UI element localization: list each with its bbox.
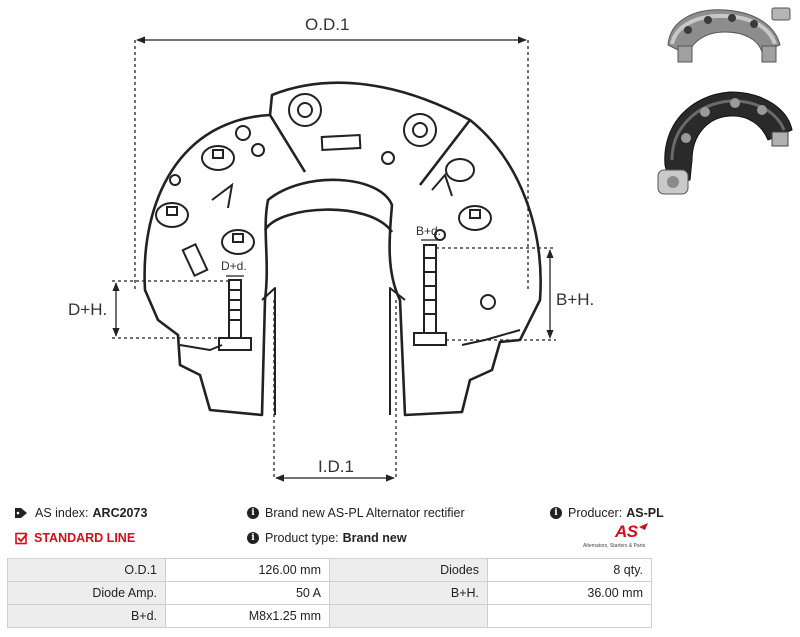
product-type: i Product type: Brand new: [247, 527, 407, 549]
spec-value: 126.00 mm: [165, 558, 330, 582]
dh-label: D+H.: [68, 300, 107, 319]
as-index: AS index: ARC2073: [15, 502, 147, 524]
standard-line: STANDARD LINE: [15, 527, 135, 549]
spec-label: Diodes: [329, 558, 488, 582]
spec-value: 50 A: [165, 581, 330, 605]
rectifier-features: [155, 93, 496, 310]
od-label: O.D.1: [305, 15, 349, 34]
standard-line-text: STANDARD LINE: [34, 531, 136, 545]
spec-value: 36.00 mm: [487, 581, 652, 605]
technical-drawing: O.D.1 I.D.1 D+H. B+H. D+d. B+d.: [68, 15, 594, 482]
spec-label: Diode Amp.: [7, 581, 166, 605]
tag-icon: [15, 507, 29, 519]
bd-label: B+d.: [416, 224, 441, 238]
info-row-1: AS index: ARC2073 i Brand new AS-PL Alte…: [0, 502, 800, 524]
spec-label: O.D.1: [7, 558, 166, 582]
product-type-label: Product type:: [265, 531, 339, 545]
info-icon: i: [550, 507, 562, 519]
bolt-right: [413, 244, 447, 346]
spec-value: M8x1.25 mm: [165, 604, 330, 628]
product-photos: [657, 7, 793, 195]
id-label: I.D.1: [318, 457, 354, 476]
producer-label: Producer:: [568, 506, 623, 520]
bolt-left: [218, 279, 252, 351]
spec-label: B+d.: [7, 604, 166, 628]
as-index-label: AS index:: [35, 506, 89, 520]
spec-row: B+d.M8x1.25 mm: [7, 604, 652, 628]
spec-value: 8 qty.: [487, 558, 652, 582]
check-square-icon: [15, 532, 28, 545]
spec-label: [329, 604, 488, 628]
as-index-value: ARC2073: [92, 506, 148, 520]
info-icon: i: [247, 532, 259, 544]
dimension-lines: [112, 36, 556, 482]
product-type-value: Brand new: [342, 531, 407, 545]
logo-swoosh-icon: [639, 523, 648, 530]
spec-value: [487, 604, 652, 628]
logo-tagline: Alternators, Starters & Parts: [583, 543, 646, 549]
producer: i Producer: AS-PL: [550, 502, 664, 524]
photo-bottom: [657, 91, 793, 195]
as-logo: AS Alternators, Starters & Parts: [583, 522, 653, 552]
info-row-2: STANDARD LINE i Product type: Brand new: [0, 527, 800, 549]
description: i Brand new AS-PL Alternator rectifier: [247, 502, 465, 524]
bh-label: B+H.: [556, 290, 594, 309]
rectifier-outline: [143, 81, 542, 417]
logo-mark: AS: [615, 522, 638, 541]
producer-value: AS-PL: [626, 506, 664, 520]
spec-label: B+H.: [329, 581, 488, 605]
description-text: Brand new AS-PL Alternator rectifier: [265, 506, 465, 520]
photo-top: [667, 7, 791, 63]
dd-label: D+d.: [221, 259, 247, 273]
info-icon: i: [247, 507, 259, 519]
